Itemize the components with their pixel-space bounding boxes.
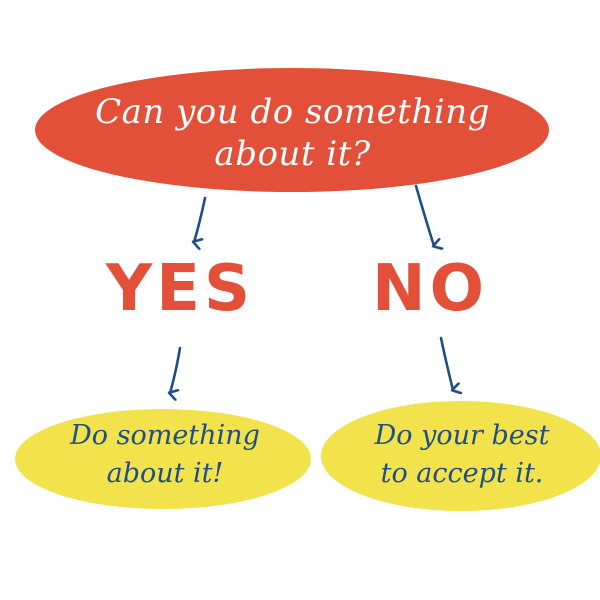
arrow-no-to-outcome: [439, 336, 453, 390]
arrow-question-to-no: [414, 184, 434, 246]
question-line-1: Can you do something: [95, 92, 490, 132]
question-line-2: about it?: [214, 134, 371, 174]
yes-label: YES: [105, 252, 255, 326]
yes-outcome-shape: [15, 409, 311, 509]
no-label: NO: [372, 252, 488, 326]
arrow-yes-to-outcome: [170, 346, 182, 393]
yes-outcome-line-1: Do something: [70, 420, 260, 451]
yes-outcome-line-2: about it!: [106, 458, 224, 489]
no-outcome-line-1: Do your best: [374, 420, 550, 451]
no-outcome-shape: [321, 401, 600, 511]
no-outcome-line-2: to accept it.: [380, 458, 544, 489]
arrow-question-to-yes: [194, 196, 207, 242]
question-shape: [35, 68, 549, 192]
